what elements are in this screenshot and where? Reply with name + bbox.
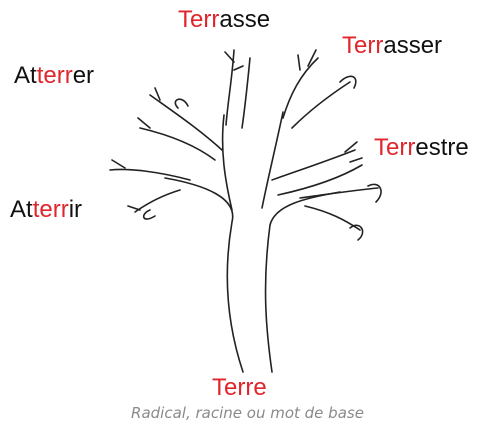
trunk-right-edge: [264, 191, 341, 373]
leaf-left-low: [142, 209, 156, 220]
word-suffix: estre: [415, 134, 469, 161]
branch-left-low-1: [109, 168, 191, 181]
word-radical: Terr: [178, 6, 220, 33]
trunk-left-edge: [164, 177, 244, 373]
word-radical: terr: [36, 62, 73, 89]
word-suffix: ir: [68, 196, 83, 223]
word-radical: Terr: [374, 134, 416, 161]
word-suffix: asse: [219, 6, 271, 33]
branch-right-mid-1: [271, 149, 356, 181]
branch-right-low-1: [299, 187, 379, 199]
branch-left-up-1: [149, 94, 223, 151]
twig-left-up: [137, 87, 161, 129]
branch-center-2: [241, 57, 251, 129]
word-atterrer: Atterrer: [14, 64, 94, 88]
word-radical: Terr: [342, 32, 384, 59]
word-terrasse: Terrasse: [178, 8, 270, 32]
leaf-upper-right: [339, 75, 357, 89]
word-radical: Terre: [212, 374, 267, 401]
twig-left-low: [111, 159, 141, 211]
word-terrestre: Terrestre: [374, 136, 469, 160]
branch-upper-right-1: [282, 57, 319, 119]
leaf-right-low-2: [349, 224, 364, 241]
branch-upper-right-2: [291, 81, 351, 129]
twig-upper-right: [297, 49, 317, 71]
word-atterrir: Atterrir: [10, 198, 82, 222]
word-suffix: er: [72, 62, 95, 89]
leaf-left-up: [174, 98, 189, 109]
twig-right-mid: [344, 141, 363, 163]
word-terrasser: Terrasser: [342, 34, 442, 58]
word-terre-root: Terre: [212, 376, 267, 400]
caption: Radical, racine ou mot de base: [131, 404, 364, 422]
branch-left-up-2: [139, 127, 216, 161]
branch-center-twig: [224, 51, 244, 71]
leaf-right-low-1: [367, 183, 382, 203]
branch-right-low-2: [304, 205, 361, 231]
fork-left: [221, 114, 233, 211]
branch-left-low-2: [134, 189, 181, 213]
branch-center-1: [225, 49, 235, 126]
fork-right: [261, 111, 284, 209]
word-prefix: At: [10, 196, 33, 223]
word-suffix: asser: [383, 32, 443, 59]
word-prefix: At: [14, 62, 37, 89]
word-radical: terr: [32, 196, 69, 223]
branch-right-mid-2: [277, 164, 363, 196]
